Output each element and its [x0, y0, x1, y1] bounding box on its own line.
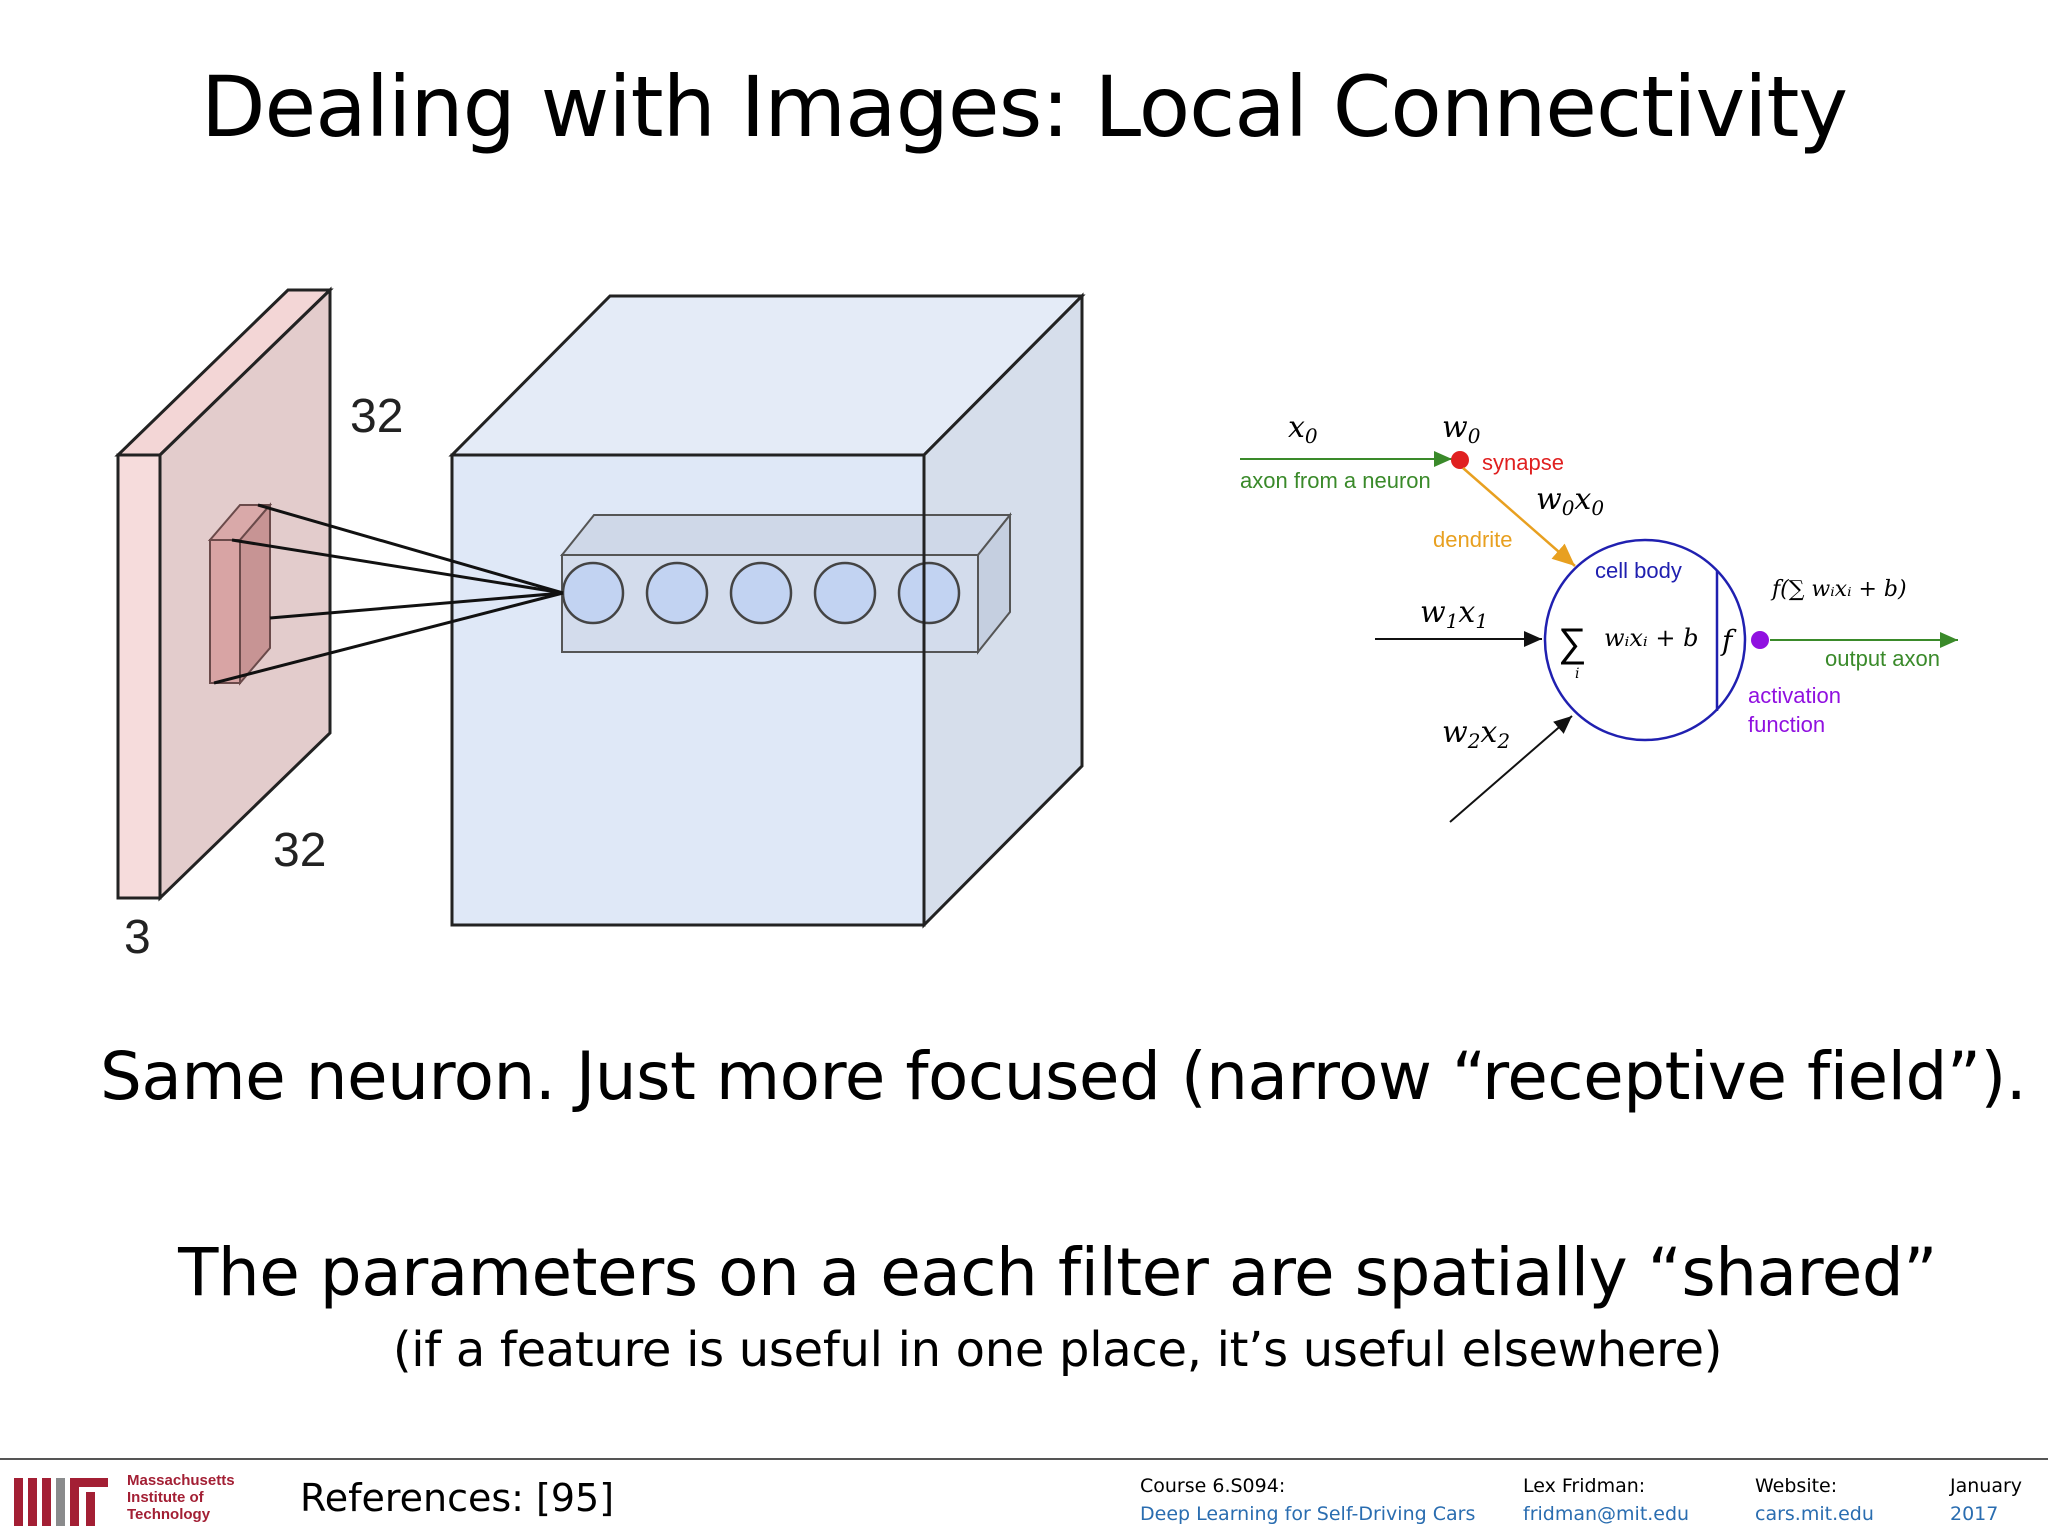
cell-body-label: cell body: [1595, 558, 1682, 583]
neuron-circle-2: [645, 561, 709, 625]
website-link[interactable]: cars.mit.edu: [1755, 1503, 1874, 1525]
width-label: 32: [273, 824, 326, 877]
sum-expression: wᵢxᵢ + b: [1604, 624, 1698, 652]
activation-label-2: function: [1748, 712, 1825, 737]
synapse-dot: [1451, 451, 1469, 469]
sum-symbol: ∑: [1558, 621, 1587, 665]
svg-text:w1x1: w1x1: [1420, 595, 1488, 633]
f-symbol: f: [1720, 624, 1737, 657]
neuron-circle-3: [729, 561, 793, 625]
svg-text:w2x2: w2x2: [1442, 715, 1510, 753]
author-email-link[interactable]: fridman@mit.edu: [1523, 1503, 1690, 1525]
footer-course: Course 6.S094: Deep Learning for Self-Dr…: [1140, 1475, 1476, 1525]
receptive-field-text: Same neuron. Just more focused (narrow “…: [100, 1038, 2027, 1115]
conv-volume-diagram: 32 32 3: [114, 286, 1086, 964]
synapse-label: synapse: [1482, 450, 1564, 475]
depth-label: 3: [124, 911, 151, 964]
cell-body: [1543, 538, 1747, 742]
output-axon-label: output axon: [1825, 646, 1940, 671]
footer-author: Lex Fridman: fridman@mit.edu: [1523, 1472, 1689, 1528]
svg-text:w0: w0: [1442, 410, 1481, 448]
footer-divider: [0, 1458, 2048, 1460]
depth-column-top: [559, 514, 1013, 556]
axon-label: axon from a neuron: [1240, 468, 1431, 493]
neuron-diagram: x0 w0 axon from a neuron synapse w0x0 de…: [1240, 410, 1958, 823]
w1x1-label: w: [1420, 595, 1446, 630]
activation-dot: [1751, 631, 1769, 649]
height-label: 32: [350, 390, 403, 443]
slide-title: Dealing with Images: Local Connectivity: [200, 58, 1848, 156]
dendrite-label: dendrite: [1433, 527, 1513, 552]
neuron-circle-1: [561, 561, 625, 625]
receptive-field-side: [239, 502, 271, 686]
output-formula: f(∑ wᵢxᵢ + b): [1770, 577, 1907, 602]
footer-date: January 2017: [1950, 1475, 2023, 1525]
sum-index: i: [1575, 666, 1579, 682]
mit-logo: [14, 1478, 108, 1526]
w2x2-label: w: [1442, 715, 1468, 750]
references: References: [95]: [300, 1476, 615, 1520]
input2-arrow: [1449, 715, 1573, 823]
dendrite-arrow: [1462, 467, 1576, 567]
shared-parameters-text: The parameters on a each filter are spat…: [178, 1234, 1937, 1311]
neuron-circle-4: [813, 561, 877, 625]
footer-website: Website: cars.mit.edu: [1755, 1472, 1874, 1528]
connection-lines: [213, 503, 564, 685]
w0x0-label: w: [1536, 482, 1562, 517]
w0-label: w: [1442, 410, 1468, 445]
svg-text:w0x0: w0x0: [1536, 482, 1604, 520]
receptive-field-front: [209, 539, 241, 684]
shared-parameters-note: (if a feature is useful in one place, it…: [392, 1322, 1723, 1378]
input-volume-front: [116, 453, 162, 900]
x0-label: x: [1288, 410, 1305, 445]
svg-text:x0: x0: [1288, 410, 1318, 448]
mit-wordmark: Massachusetts Institute of Technology: [127, 1472, 235, 1523]
neuron-circle-5: [897, 561, 961, 625]
activation-label-1: activation: [1748, 683, 1841, 708]
